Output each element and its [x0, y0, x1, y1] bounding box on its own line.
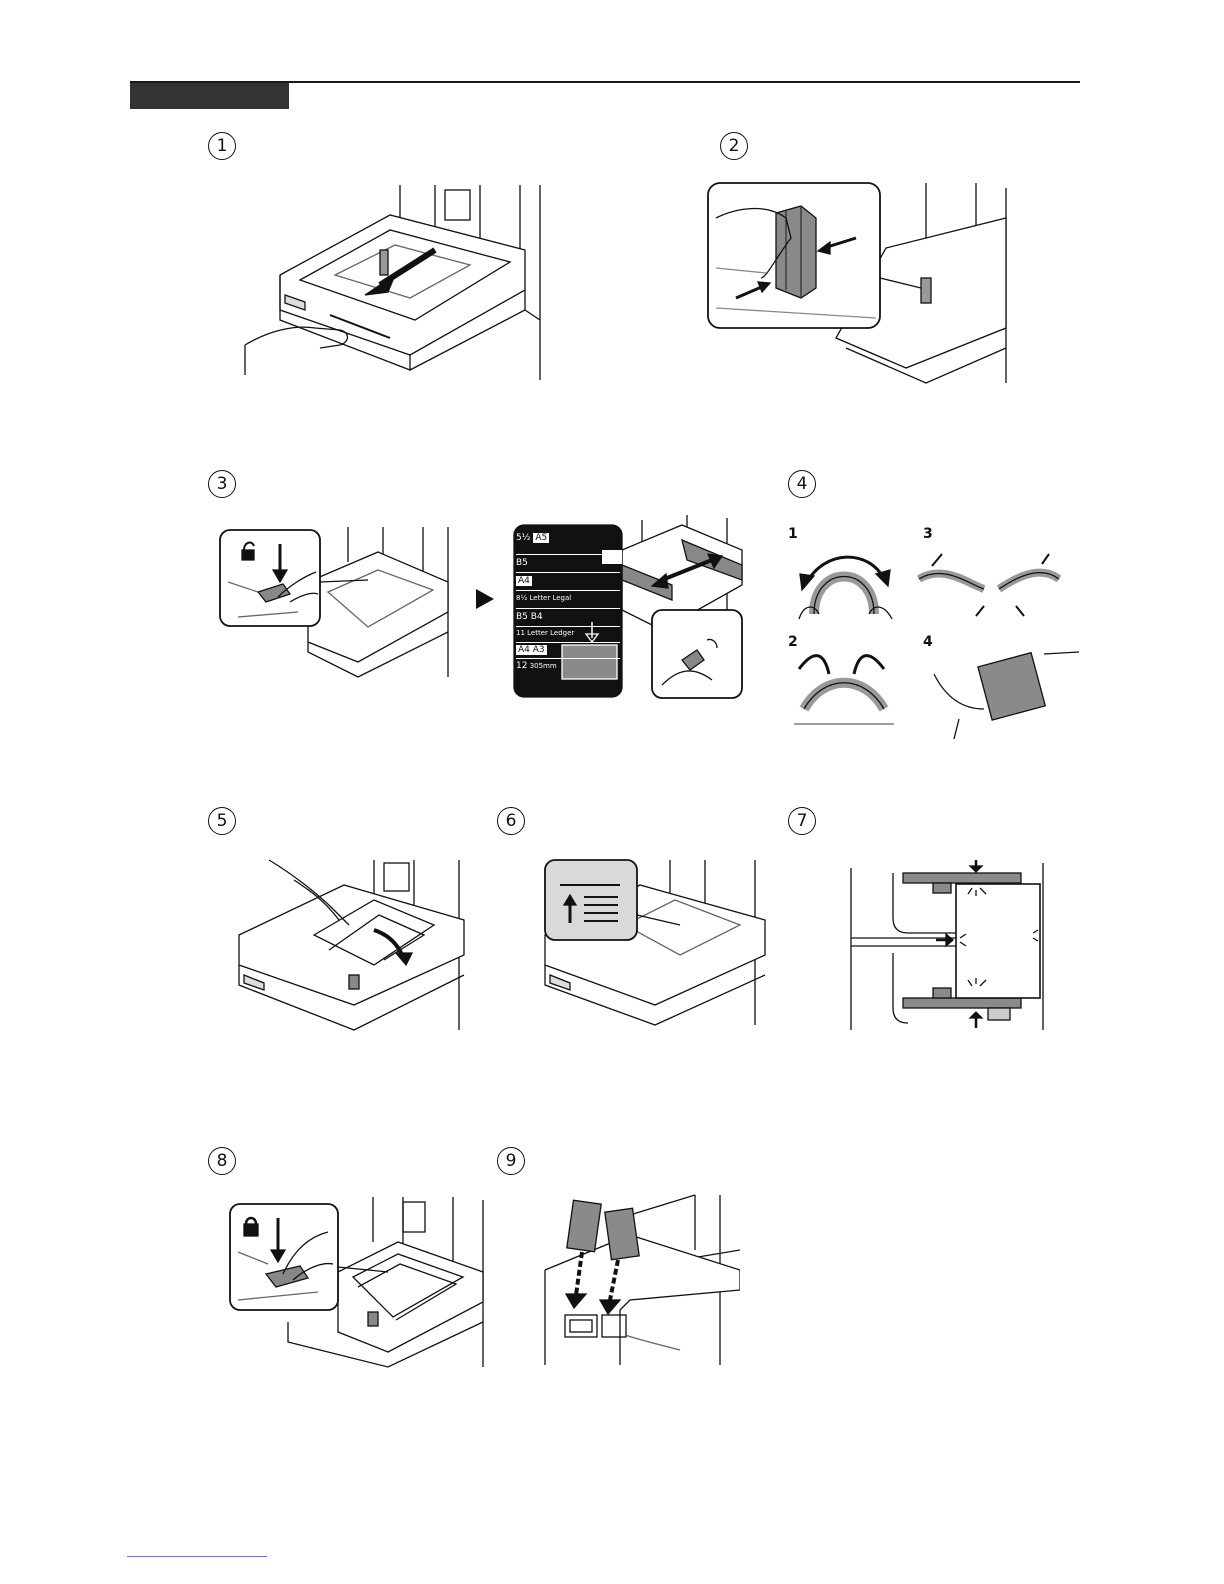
size-num-0: 5½	[516, 533, 530, 543]
size-label-3: Letter Legal	[529, 594, 571, 602]
figure-size-scale: 5½ A5 B5 A4 8½ Letter Legal B5 B4 11 Let…	[512, 510, 744, 700]
figure-squeeze-lever	[706, 178, 1016, 390]
step-number-2: 2	[720, 132, 748, 160]
figure-unlock-lever	[218, 522, 458, 687]
figure-attach-labels	[540, 1190, 740, 1370]
size-num-3: 8½	[516, 594, 527, 602]
next-arrow-icon	[476, 589, 494, 609]
size-label-2: A4	[516, 576, 532, 586]
figure-lock-lever	[228, 1192, 490, 1370]
figure-pull-out-tray	[240, 180, 560, 385]
section-tab	[130, 83, 289, 109]
fan-step-label-3: 3	[923, 526, 933, 542]
footer-line	[127, 1556, 267, 1557]
size-label-4: B5 B4	[516, 612, 543, 622]
step-number-9: 9	[497, 1147, 525, 1175]
figure-check-guides	[848, 858, 1060, 1033]
step-number-5: 5	[208, 807, 236, 835]
fan-step-label-2: 2	[788, 634, 798, 650]
step-number-1: 1	[208, 132, 236, 160]
size-label-1: B5	[516, 558, 528, 568]
size-num-7: 12	[516, 661, 527, 671]
figure-load-paper	[234, 855, 479, 1035]
figure-max-line	[540, 855, 770, 1030]
size-label-7: 305mm	[530, 662, 557, 670]
size-num-5: 11	[516, 629, 525, 637]
size-label-5: Letter Ledger	[527, 629, 574, 637]
fan-step-label-1: 1	[788, 526, 798, 542]
step-number-8: 8	[208, 1147, 236, 1175]
size-scale-labels: 5½ A5 B5 A4 8½ Letter Legal B5 B4 11 Let…	[516, 534, 620, 675]
size-label-0: A5	[533, 533, 549, 543]
size-label-6: A4 A3	[516, 645, 547, 655]
figure-fan-paper: 1 2 3 4	[784, 524, 1084, 749]
step-number-4: 4	[788, 470, 816, 498]
step-number-3: 3	[208, 470, 236, 498]
step-number-7: 7	[788, 807, 816, 835]
step-number-6: 6	[497, 807, 525, 835]
fan-step-label-4: 4	[923, 634, 933, 650]
